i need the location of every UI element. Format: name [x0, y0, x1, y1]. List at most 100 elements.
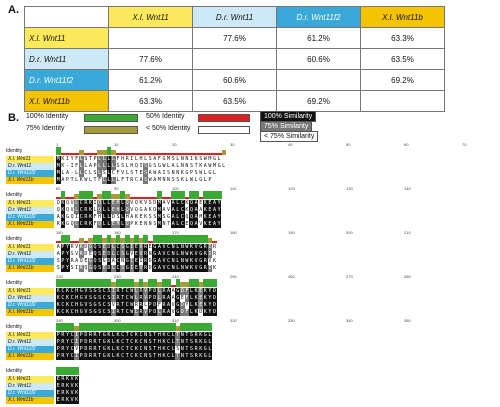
residue: K [203, 309, 208, 316]
residue: C [129, 339, 135, 346]
identity-bar [74, 279, 79, 287]
identity-bar [134, 235, 139, 243]
residue: G [203, 332, 208, 339]
residue: Y [185, 302, 189, 308]
residue: Q [92, 258, 98, 265]
residue: S [97, 288, 102, 295]
residue: M [157, 221, 162, 228]
residue: I [139, 163, 143, 169]
residue: K [144, 214, 148, 220]
residue: Y [65, 265, 70, 272]
residue: A [193, 221, 199, 228]
table-row: D.r. Wnt11 77.6% 60.6% 63.5% [24, 48, 445, 70]
residue: F [157, 156, 161, 162]
identity-bar [69, 323, 75, 331]
residue: R [161, 309, 167, 316]
residue: V [75, 251, 79, 257]
residue: L [111, 353, 116, 360]
identity-graph [56, 279, 217, 287]
residue: M [157, 177, 161, 183]
residue: E [56, 397, 61, 404]
identity-bar [129, 153, 135, 155]
identity-bar [180, 323, 185, 331]
residue: G [124, 244, 130, 251]
residue: P [56, 346, 61, 353]
residue: E [101, 244, 107, 251]
identity-label: Identity [6, 192, 23, 198]
residue: M [212, 163, 216, 169]
ruler-tick: 290 [56, 318, 63, 323]
identity-bar [152, 197, 158, 199]
residue: C [78, 200, 84, 207]
ruler-tick: 160 [114, 230, 121, 235]
residue: A [139, 177, 143, 183]
identity-bar [194, 153, 199, 155]
residue: Q [70, 221, 74, 227]
residue: G [78, 302, 84, 309]
residue: Q [124, 200, 130, 207]
residue: I [70, 163, 74, 169]
residue: I [139, 258, 143, 264]
residue: C [78, 221, 84, 228]
identity-label: Identity [6, 148, 23, 154]
residue: E [101, 265, 107, 272]
residue: R [193, 346, 199, 353]
residue: L [101, 221, 107, 228]
residue: W [208, 163, 212, 169]
identity-graph [56, 323, 213, 331]
residue: G [92, 288, 98, 295]
residue: T [134, 170, 138, 176]
residue: K [56, 288, 61, 295]
residue: A [153, 177, 157, 183]
residue: C [166, 332, 171, 339]
table-cell: 77.6% [108, 48, 193, 70]
residue: R [138, 288, 144, 295]
residue: D [152, 295, 158, 302]
residue: D [84, 244, 88, 250]
ruler-tick: 190 [288, 230, 295, 235]
residue: A [212, 200, 217, 207]
residue: Q [84, 265, 88, 271]
residue: S [88, 302, 93, 309]
identity-bar [198, 235, 204, 243]
row-header: X.l. Wnt11 [24, 27, 109, 49]
residue: Y [207, 302, 213, 309]
residue: L [194, 177, 198, 183]
residue: L [111, 163, 116, 170]
residue: Y [207, 309, 213, 316]
residue: V [193, 251, 199, 258]
residue: A [88, 163, 92, 169]
residue: K [203, 214, 208, 221]
residue: V [70, 207, 74, 213]
residue: T [120, 288, 125, 295]
ruler-tick: 330 [288, 318, 295, 323]
identity-bar [106, 191, 112, 199]
ruler-tick: 210 [404, 230, 411, 235]
residue: R [161, 295, 167, 302]
ruler-tick: 170 [172, 230, 179, 235]
residue: N [167, 177, 171, 183]
residue: L [101, 207, 107, 214]
residue: F [121, 177, 125, 183]
residue: L [134, 295, 139, 302]
identity-bar [157, 153, 162, 155]
residue: S [148, 156, 152, 162]
residue: G [65, 214, 69, 220]
ruler-tick: 270 [346, 274, 353, 279]
residue: S [143, 163, 148, 170]
table-cell: 63.3% [108, 90, 193, 112]
identity-bar [92, 153, 98, 155]
residue: A [166, 302, 171, 309]
residue: T [175, 353, 181, 360]
residue: V [138, 265, 144, 272]
residue: G [88, 265, 93, 272]
residue: K [134, 339, 139, 346]
identity-bar [152, 323, 158, 331]
residue: E [111, 221, 116, 228]
residue: I [129, 244, 135, 251]
residue: C [124, 302, 130, 309]
residue: K [212, 265, 216, 271]
